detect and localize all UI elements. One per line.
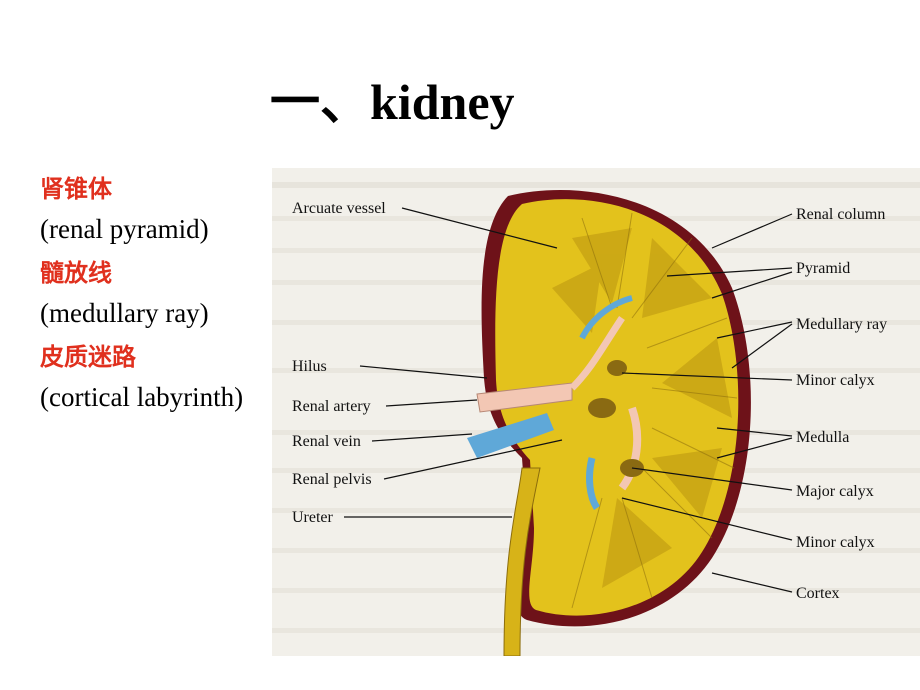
term-en-cortical-labyrinth: (cortical labyrinth) (40, 382, 244, 412)
term-en-renal-pyramid: (renal pyramid) (40, 214, 209, 244)
label-minor-calyx-1: Minor calyx (796, 372, 875, 389)
label-major-calyx: Major calyx (796, 483, 874, 500)
medullary-rays (571, 212, 738, 609)
label-cortex: Cortex (796, 585, 840, 602)
kidney-illustration: Arcuate vessel Hilus Renal artery Renal … (272, 182, 920, 656)
label-ureter: Ureter (292, 509, 334, 526)
term-zh-renal-pyramid: 肾锥体 (40, 175, 112, 203)
label-medulla: Medulla (796, 429, 849, 446)
leader-lines (344, 207, 793, 593)
term-zh-medullary-ray: 髓放线 (40, 259, 112, 287)
label-minor-calyx-2: Minor calyx (796, 534, 875, 551)
kidney-diagram: Arcuate vessel Hilus Renal artery Renal … (272, 168, 920, 656)
renal-pyramids (552, 228, 732, 588)
term-zh-cortical-labyrinth: 皮质迷路 (40, 343, 136, 371)
label-pyramid: Pyramid (796, 260, 850, 277)
label-medullary-ray: Medullary ray (796, 316, 887, 333)
label-renal-pelvis: Renal pelvis (292, 471, 372, 488)
label-renal-vein: Renal vein (292, 433, 361, 450)
label-renal-artery: Renal artery (292, 398, 371, 415)
term-list: 肾锥体 (renal pyramid) 髓放线 (medullary ray) … (40, 168, 275, 420)
label-hilus: Hilus (292, 358, 327, 375)
renal-vessels (467, 295, 642, 511)
label-arcuate-vessel: Arcuate vessel (292, 200, 386, 217)
term-en-medullary-ray: (medullary ray) (40, 298, 209, 328)
slide-title: 一、kidney (270, 74, 515, 130)
ureter (503, 467, 541, 656)
label-renal-column: Renal column (796, 206, 885, 223)
